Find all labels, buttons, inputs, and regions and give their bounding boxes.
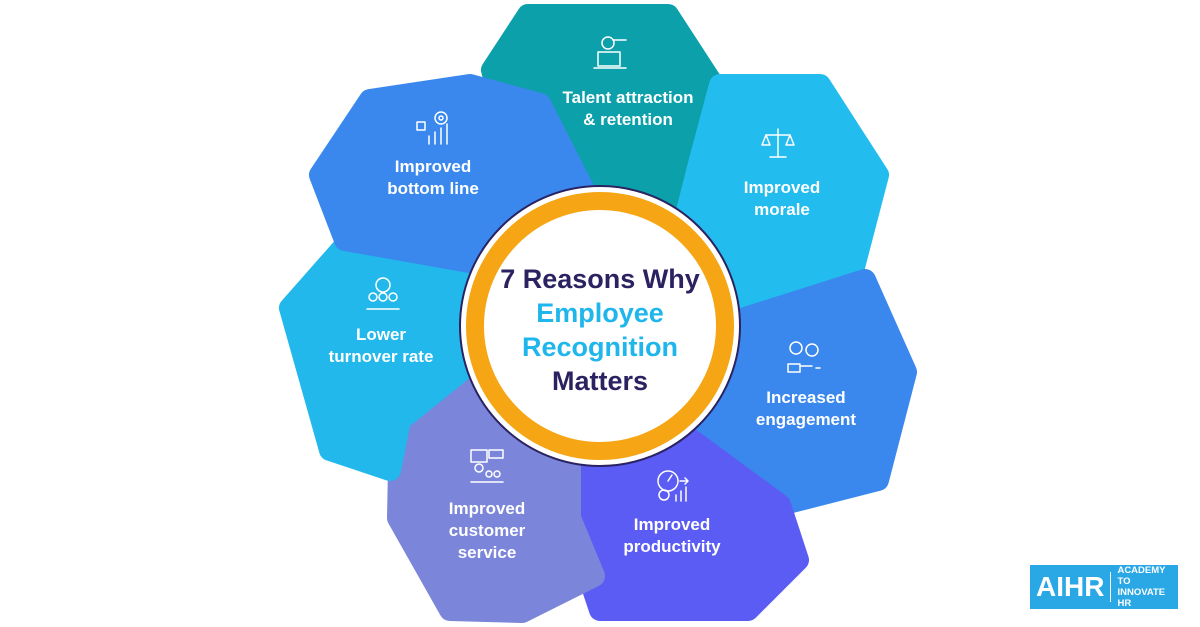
logo-tag-line-1: ACADEMY TO bbox=[1117, 565, 1166, 587]
petal-label-engagement: engagement bbox=[756, 410, 856, 429]
balance-scale-icon bbox=[761, 128, 795, 158]
petal-label-turnover: Lower bbox=[356, 325, 406, 344]
growth-chart-icon bbox=[416, 111, 448, 145]
petal-label-productivity: Improved bbox=[634, 515, 711, 534]
petal-label-talent: & retention bbox=[583, 110, 673, 129]
petal-label-talent: Talent attraction bbox=[563, 88, 694, 107]
petal-label-service: service bbox=[458, 543, 517, 562]
logo-tag-line-2: INNOVATE HR bbox=[1117, 587, 1166, 609]
title-line-2: Employee bbox=[536, 298, 664, 328]
customer-service-icon bbox=[470, 449, 504, 483]
team-icon bbox=[366, 277, 400, 310]
petal-label-turnover: turnover rate bbox=[329, 347, 434, 366]
petal-label-productivity: productivity bbox=[623, 537, 721, 556]
petal-label-morale: morale bbox=[754, 200, 810, 219]
recruit-icon bbox=[593, 36, 627, 69]
logo-tagline: ACADEMY TO INNOVATE HR bbox=[1111, 565, 1172, 609]
engagement-icon bbox=[787, 341, 821, 373]
petal-label-morale: Improved bbox=[744, 178, 821, 197]
logo-mark: AIHR bbox=[1036, 572, 1112, 602]
petal-label-bottomline: Improved bbox=[395, 157, 472, 176]
petal-label-engagement: Increased bbox=[766, 388, 845, 407]
petal-label-bottomline: bottom line bbox=[387, 179, 479, 198]
petal-label-service: customer bbox=[449, 521, 526, 540]
center-hub: 7 Reasons Why Employee Recognition Matte… bbox=[459, 185, 741, 467]
aihr-logo: AIHR ACADEMY TO INNOVATE HR bbox=[1030, 565, 1178, 609]
title-line-3: Recognition bbox=[522, 332, 678, 362]
title-line-4: Matters bbox=[552, 366, 648, 396]
productivity-icon bbox=[657, 470, 689, 502]
petal-label-service: Improved bbox=[449, 499, 526, 518]
hub-orange-ring bbox=[466, 192, 734, 460]
title-line-1: 7 Reasons Why bbox=[500, 264, 700, 294]
